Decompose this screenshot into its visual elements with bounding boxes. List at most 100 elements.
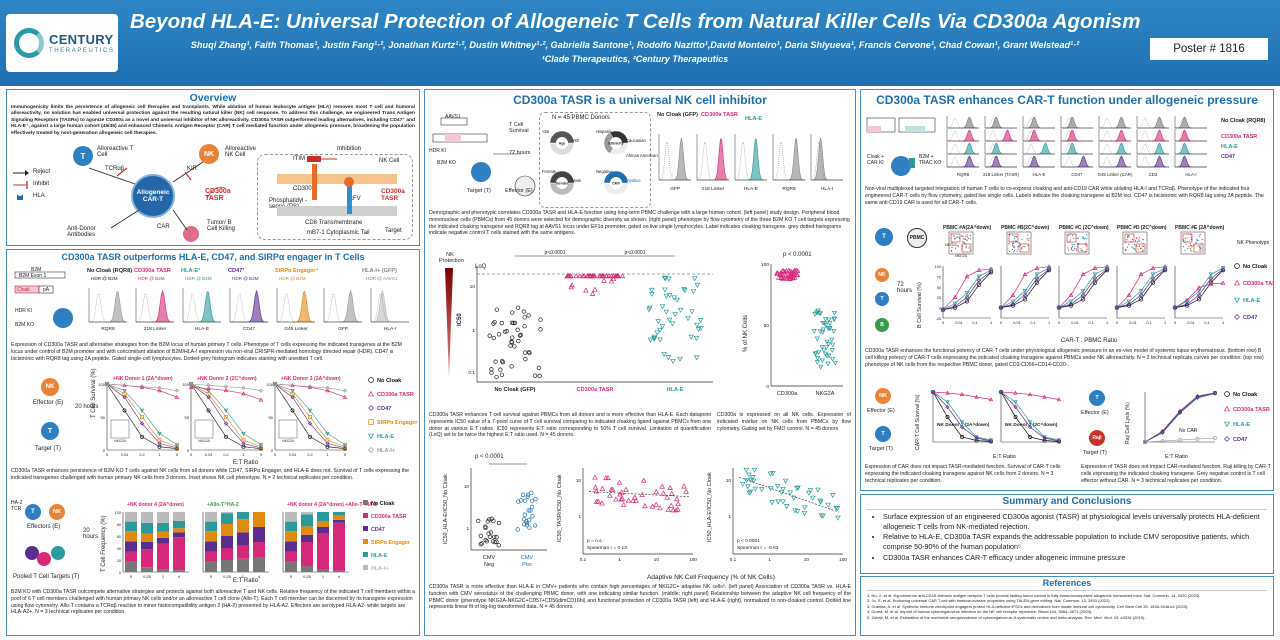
flow-dot [1016,250,1018,252]
overview-panel: Overview Immunogenicity limits the persi… [6,89,420,246]
bar-segment [285,512,297,522]
ic50-hlae-point [670,359,676,365]
cmv-neg-point [492,534,497,539]
references-title: References [1042,578,1092,588]
survival-point [157,438,162,443]
cmv-pos-point [529,490,534,495]
ic50-tick: 0.1 [468,370,475,376]
flow-dot [1021,238,1023,240]
scatter-point [664,494,670,500]
nk-nkg2a-point [819,345,825,350]
legend-item: HLA-I+ [377,448,396,454]
survival-line [106,383,178,449]
x-tick: 0.2 [223,453,228,457]
bar-legend-item: CD47 [371,527,385,533]
mechanism-box [257,154,413,240]
ic50-nocloak-point [492,319,497,325]
nk-cd300a-point [780,267,787,273]
legend-marker [1234,263,1240,269]
ic50-hlae-point [672,312,678,318]
control-histogram [1022,117,1055,129]
bar-group-label: +NK donor 4 (2A^down) +Allo-T^HA-2 [287,502,377,508]
scatter-ytick: 1 [728,514,731,519]
bar-segment [285,521,297,532]
bcell-line [1174,267,1224,308]
pbmc-header: PBMC #E (2A^down) [1175,225,1225,231]
cart-nk-point [988,397,994,402]
ic50-nocloak-point [526,349,532,355]
flow-dot [1020,244,1022,246]
cart-nk-line [1000,391,1060,442]
histogram-trace [984,156,1017,168]
histo-header: No Cloak (RQR8) [87,268,133,274]
histogram-trace [1022,130,1055,142]
bcell-point [1034,265,1040,270]
ic50-hlae-point [685,316,691,322]
bar-nk-cell: NK [49,504,65,520]
cmv-neg-point [496,543,501,548]
survival-point [174,388,180,393]
scatter-point [613,496,619,502]
bcell-point [1138,297,1144,302]
bcell-point [1010,299,1016,304]
survival-plot-2 [190,383,262,451]
bar-segment [141,542,153,550]
cart-nk-point [988,438,994,444]
bar-segment [141,533,153,542]
flow-dot [1199,249,1201,251]
bcell-point [964,273,970,279]
cmv-pval: p < 0.0001 [475,454,504,460]
u-tcell-survival: T Cell Survival [509,122,529,134]
bcell-point [1138,289,1144,294]
bar-x-tick: 0 [130,574,133,579]
u-histo-header: HLA-E [745,116,763,122]
bar-segment [205,512,217,522]
scatter-stat: Spearman r = 0.13 [587,545,627,551]
bcell-point [1022,292,1028,298]
flow-dot [1028,238,1030,240]
survival-point [342,443,348,448]
ic50-tasr-point [619,273,626,279]
summary-title: Summary and Conclusions [1002,496,1132,507]
century-logo: CENTURY THERAPEUTICS [6,14,118,72]
summary-item: CD300a TASR enhances CAR-T efficacy unde… [883,553,1273,563]
nk-nkg2a-point [829,337,835,343]
cd8-label: CD8 Transmembrane [305,220,363,226]
histo-header: HLA-E² [181,268,200,274]
c2-survival-axis: CAR-T Cell Survival (%) [915,394,921,450]
control-histogram [696,141,729,181]
ic50-nocloak-point [522,350,528,355]
loq-label: LoQ [475,264,487,270]
bar-segment [237,545,249,559]
bcell-point [1126,292,1132,297]
ic50-hlae-point [666,317,673,323]
flow-dot [1137,248,1139,250]
u-effector: Effector (E) [505,188,533,194]
cart-nk-point [974,394,979,399]
flow-dot [1191,250,1193,252]
ic50-tasr-point [608,278,615,284]
raji-point [1160,429,1165,435]
summary-item: Relative to HLA-E, CD300a TASR expands t… [883,532,1273,551]
survival-point [325,441,330,446]
bcell-point [1080,289,1086,294]
legend-item: No Cloak [377,378,402,384]
cmv-pos-point [516,499,521,504]
flow-dot [1017,248,1019,250]
scatter-ytick: 10 [726,478,732,483]
bar-segment [173,537,185,571]
nk-nkg2a-point [822,351,829,357]
legend-marker [1234,314,1240,320]
survival-point [259,444,263,449]
construct-b2m-ko: B2M KO [15,322,34,328]
bcell-point [1080,292,1086,298]
bcell-xtick: 0.1 [1204,321,1209,325]
bar-legend-item: HLA-I+ [371,566,389,572]
c2-et-label: E:T Ratio [993,454,1016,460]
op-yaxis-label: T Cell Survival (%) [91,368,97,418]
flow-dot [1142,239,1144,241]
control-histogram [1060,156,1093,168]
bcell-point [952,294,958,299]
